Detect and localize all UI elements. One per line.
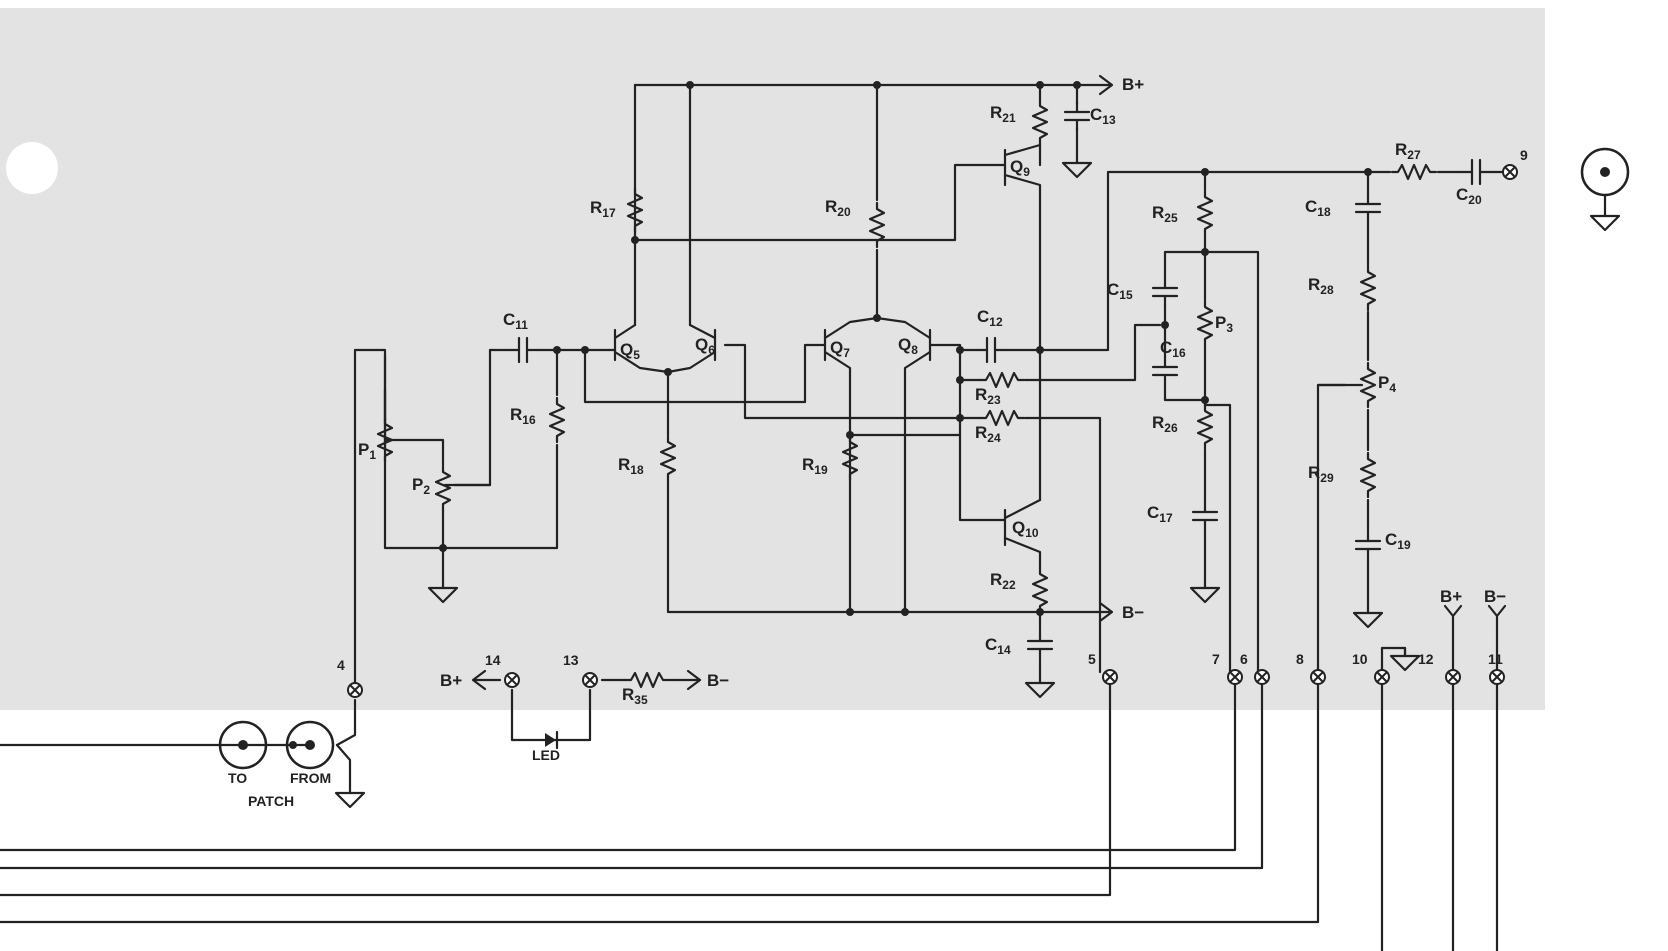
b-minus-led-label: B− bbox=[707, 671, 729, 690]
potentiometer-labels: P1 P2 P3 P4 bbox=[358, 313, 1396, 497]
q5-label: Q5 bbox=[620, 340, 640, 362]
r24-label: R24 bbox=[975, 423, 1001, 445]
b-plus-top-label: B+ bbox=[1122, 75, 1144, 94]
terminal-10-label: 10 bbox=[1352, 651, 1368, 667]
p4-label: P4 bbox=[1378, 373, 1396, 395]
jack-symbols bbox=[218, 147, 1630, 770]
terminal-13-label: 13 bbox=[563, 652, 579, 668]
p1-label: P1 bbox=[358, 440, 376, 462]
terminal-8-label: 8 bbox=[1296, 651, 1304, 667]
led-symbol bbox=[545, 730, 559, 750]
c14-label: C14 bbox=[985, 635, 1011, 657]
shaded-panel bbox=[0, 8, 1545, 710]
q9-label: Q9 bbox=[1010, 157, 1030, 179]
p3-label: P3 bbox=[1215, 313, 1233, 335]
punch-hole bbox=[6, 142, 58, 194]
wiring bbox=[0, 83, 1607, 951]
r17-label: R17 bbox=[590, 198, 616, 220]
q7-label: Q7 bbox=[830, 338, 850, 360]
c13-label: C13 bbox=[1090, 105, 1116, 127]
r19-label: R19 bbox=[802, 455, 828, 477]
led-label: LED bbox=[532, 747, 560, 763]
r26-label: R26 bbox=[1152, 413, 1178, 435]
r21-label: R21 bbox=[990, 103, 1016, 125]
q10-label: Q10 bbox=[1012, 518, 1039, 540]
c12-label: C12 bbox=[977, 307, 1003, 329]
r18-label: R18 bbox=[618, 455, 644, 477]
rail-arrows bbox=[471, 74, 1114, 691]
b-plus-led-label: B+ bbox=[440, 671, 462, 690]
c19-label: C19 bbox=[1385, 530, 1411, 552]
q6-label: Q6 bbox=[695, 335, 715, 357]
r16-label: R16 bbox=[510, 405, 536, 427]
b-minus-mid-label: B− bbox=[1122, 603, 1144, 622]
q8-label: Q8 bbox=[898, 335, 918, 357]
terminal-7-label: 7 bbox=[1212, 651, 1220, 667]
resistor-labels: R16 R17 R18 R19 R20 R21 R22 R23 R24 R25 … bbox=[510, 103, 1421, 707]
c20-label: C20 bbox=[1456, 185, 1482, 207]
terminal-14-label: 14 bbox=[485, 652, 501, 668]
misc-labels: LED TO FROM PATCH bbox=[228, 747, 560, 809]
c17-label: C17 bbox=[1147, 503, 1173, 525]
c16-label: C16 bbox=[1160, 338, 1186, 360]
c18-label: C18 bbox=[1305, 197, 1331, 219]
capacitor-labels: C11 C12 C13 C14 C15 C16 C17 C18 C19 C20 bbox=[503, 105, 1482, 657]
terminal-5-label: 5 bbox=[1088, 651, 1096, 667]
rail-labels: B+ B− B+ B− B+ B− bbox=[440, 75, 1506, 690]
r22-label: R22 bbox=[990, 570, 1016, 592]
b-plus-terminal-label: B+ bbox=[1440, 587, 1462, 606]
r29-label: R29 bbox=[1308, 463, 1334, 485]
terminal-6-label: 6 bbox=[1240, 651, 1248, 667]
from-jack-label: FROM bbox=[290, 770, 331, 786]
to-jack-label: TO bbox=[228, 770, 247, 786]
r27-label: R27 bbox=[1395, 140, 1421, 162]
transistor-labels: Q5 Q6 Q7 Q8 Q9 Q10 bbox=[620, 157, 1039, 540]
r28-label: R28 bbox=[1308, 275, 1334, 297]
r35-label: R35 bbox=[622, 685, 648, 707]
junction-dots bbox=[289, 81, 1372, 749]
r20-label: R20 bbox=[825, 197, 851, 219]
terminal-number-labels: 4 14 13 5 7 6 8 10 12 11 9 bbox=[337, 147, 1528, 673]
terminal-11-label: 11 bbox=[1488, 651, 1503, 667]
r25-label: R25 bbox=[1152, 203, 1178, 225]
p2-label: P2 bbox=[412, 475, 430, 497]
terminal-12-label: 12 bbox=[1418, 651, 1434, 667]
terminal-9-label: 9 bbox=[1520, 147, 1528, 163]
patch-label: PATCH bbox=[248, 793, 294, 809]
potentiometer-symbols bbox=[376, 299, 1377, 512]
r23-label: R23 bbox=[975, 385, 1001, 407]
b-minus-terminal-label: B− bbox=[1484, 587, 1506, 606]
c11-label: C11 bbox=[503, 310, 528, 332]
c15-label: C15 bbox=[1107, 280, 1133, 302]
terminal-4-label: 4 bbox=[337, 657, 345, 673]
